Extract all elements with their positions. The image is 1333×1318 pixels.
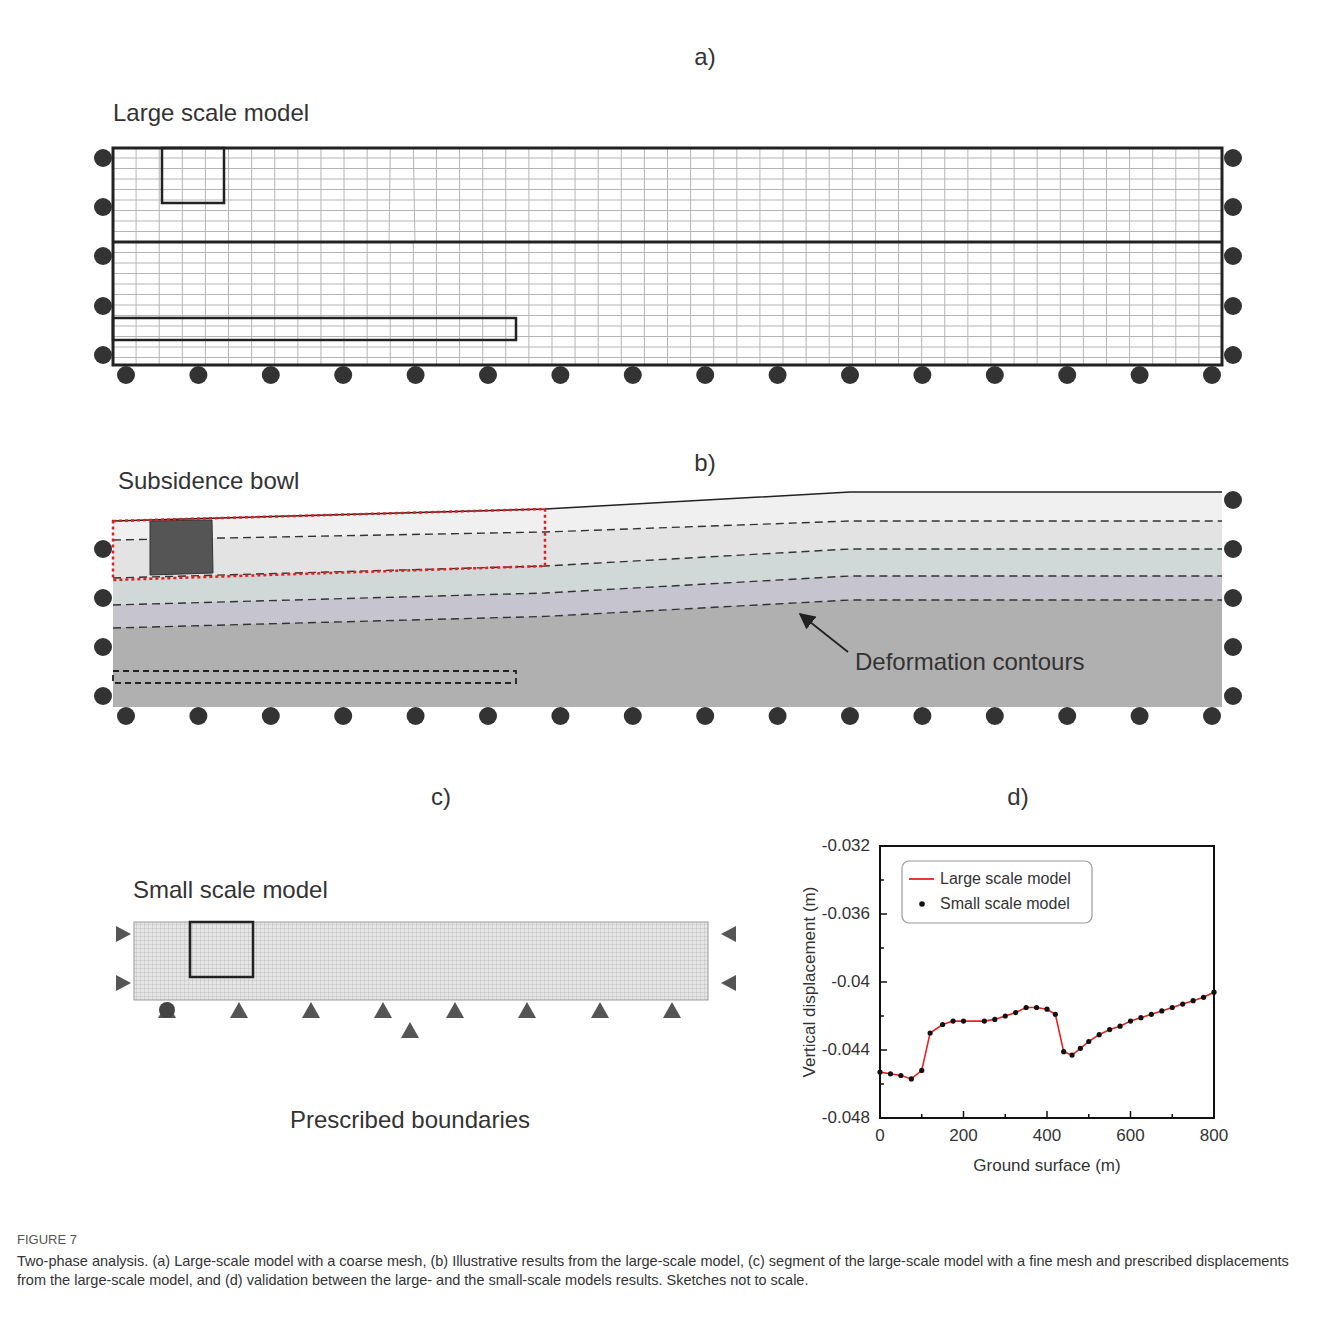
small-model-point xyxy=(1201,995,1206,1000)
tick-label: -0.036 xyxy=(822,904,870,924)
small-model-point xyxy=(928,1030,933,1035)
plot-frame xyxy=(880,846,1214,1118)
small-model-point xyxy=(950,1019,955,1024)
tick-label: 400 xyxy=(1033,1126,1061,1146)
axis-title: Ground surface (m) xyxy=(973,1156,1120,1176)
small-model-point xyxy=(961,1019,966,1024)
small-model-point xyxy=(1117,1024,1122,1029)
small-model-point xyxy=(1024,1005,1029,1010)
small-model-point xyxy=(1053,1012,1058,1017)
small-model-point xyxy=(1138,1015,1143,1020)
validation-chart xyxy=(877,846,1216,1118)
small-model-point xyxy=(992,1017,997,1022)
axis-title: Vertical displacement (m) xyxy=(800,887,820,1078)
tick-label: -0.044 xyxy=(822,1040,870,1060)
tick-label: 0 xyxy=(875,1126,884,1146)
small-model-point xyxy=(1180,1002,1185,1007)
panel-title: Small scale model xyxy=(133,876,328,904)
legend-dot-sample xyxy=(919,901,925,907)
legend-label: Small scale model xyxy=(940,895,1070,913)
tick-label: 600 xyxy=(1116,1126,1144,1146)
legend-label: Large scale model xyxy=(940,870,1071,888)
small-model-point xyxy=(919,1068,924,1073)
panel-letter: c) xyxy=(431,783,451,811)
large-model-curve xyxy=(880,992,1214,1079)
small-model-point xyxy=(1044,1007,1049,1012)
callout-label: Deformation contours xyxy=(855,648,1084,676)
small-model-point xyxy=(1013,1010,1018,1015)
small-model-point xyxy=(1069,1053,1074,1058)
panel-letter: a) xyxy=(694,43,715,71)
small-model-point xyxy=(1003,1013,1008,1018)
small-model-point xyxy=(1078,1046,1083,1051)
small-model-point xyxy=(940,1022,945,1027)
small-model-point xyxy=(1170,1005,1175,1010)
small-model-point xyxy=(898,1073,903,1078)
callout-label: Prescribed boundaries xyxy=(290,1106,530,1134)
small-model-point xyxy=(1128,1019,1133,1024)
legend-line-sample xyxy=(909,878,934,880)
small-model-point xyxy=(1149,1012,1154,1017)
small-model-point xyxy=(909,1076,914,1081)
panel-letter: b) xyxy=(694,449,715,477)
small-model-point xyxy=(1034,1005,1039,1010)
small-scale-mesh xyxy=(116,922,736,1038)
small-model-point xyxy=(888,1071,893,1076)
small-model-point xyxy=(1097,1032,1102,1037)
tick-label: 200 xyxy=(949,1126,977,1146)
tick-label: -0.048 xyxy=(822,1108,870,1128)
legend-box xyxy=(902,861,1092,923)
figure-number: FIGURE 7 xyxy=(17,1233,77,1248)
panel-letter: d) xyxy=(1007,783,1028,811)
panel-title: Large scale model xyxy=(113,99,309,127)
small-model-point xyxy=(1107,1027,1112,1032)
figure-caption: Two-phase analysis. (a) Large-scale mode… xyxy=(17,1252,1317,1290)
small-model-point xyxy=(1211,990,1216,995)
subsidence-result xyxy=(94,491,1242,725)
large-scale-mesh xyxy=(94,148,1242,384)
small-model-point xyxy=(1061,1049,1066,1054)
small-model-point xyxy=(1191,998,1196,1003)
tick-label: -0.032 xyxy=(822,836,870,856)
small-model-point xyxy=(1159,1008,1164,1013)
panel-title: Subsidence bowl xyxy=(118,467,299,495)
small-model-point xyxy=(1086,1039,1091,1044)
tick-label: -0.04 xyxy=(831,972,870,992)
small-model-point xyxy=(982,1019,987,1024)
small-model-point xyxy=(877,1070,882,1075)
tick-label: 800 xyxy=(1200,1126,1228,1146)
